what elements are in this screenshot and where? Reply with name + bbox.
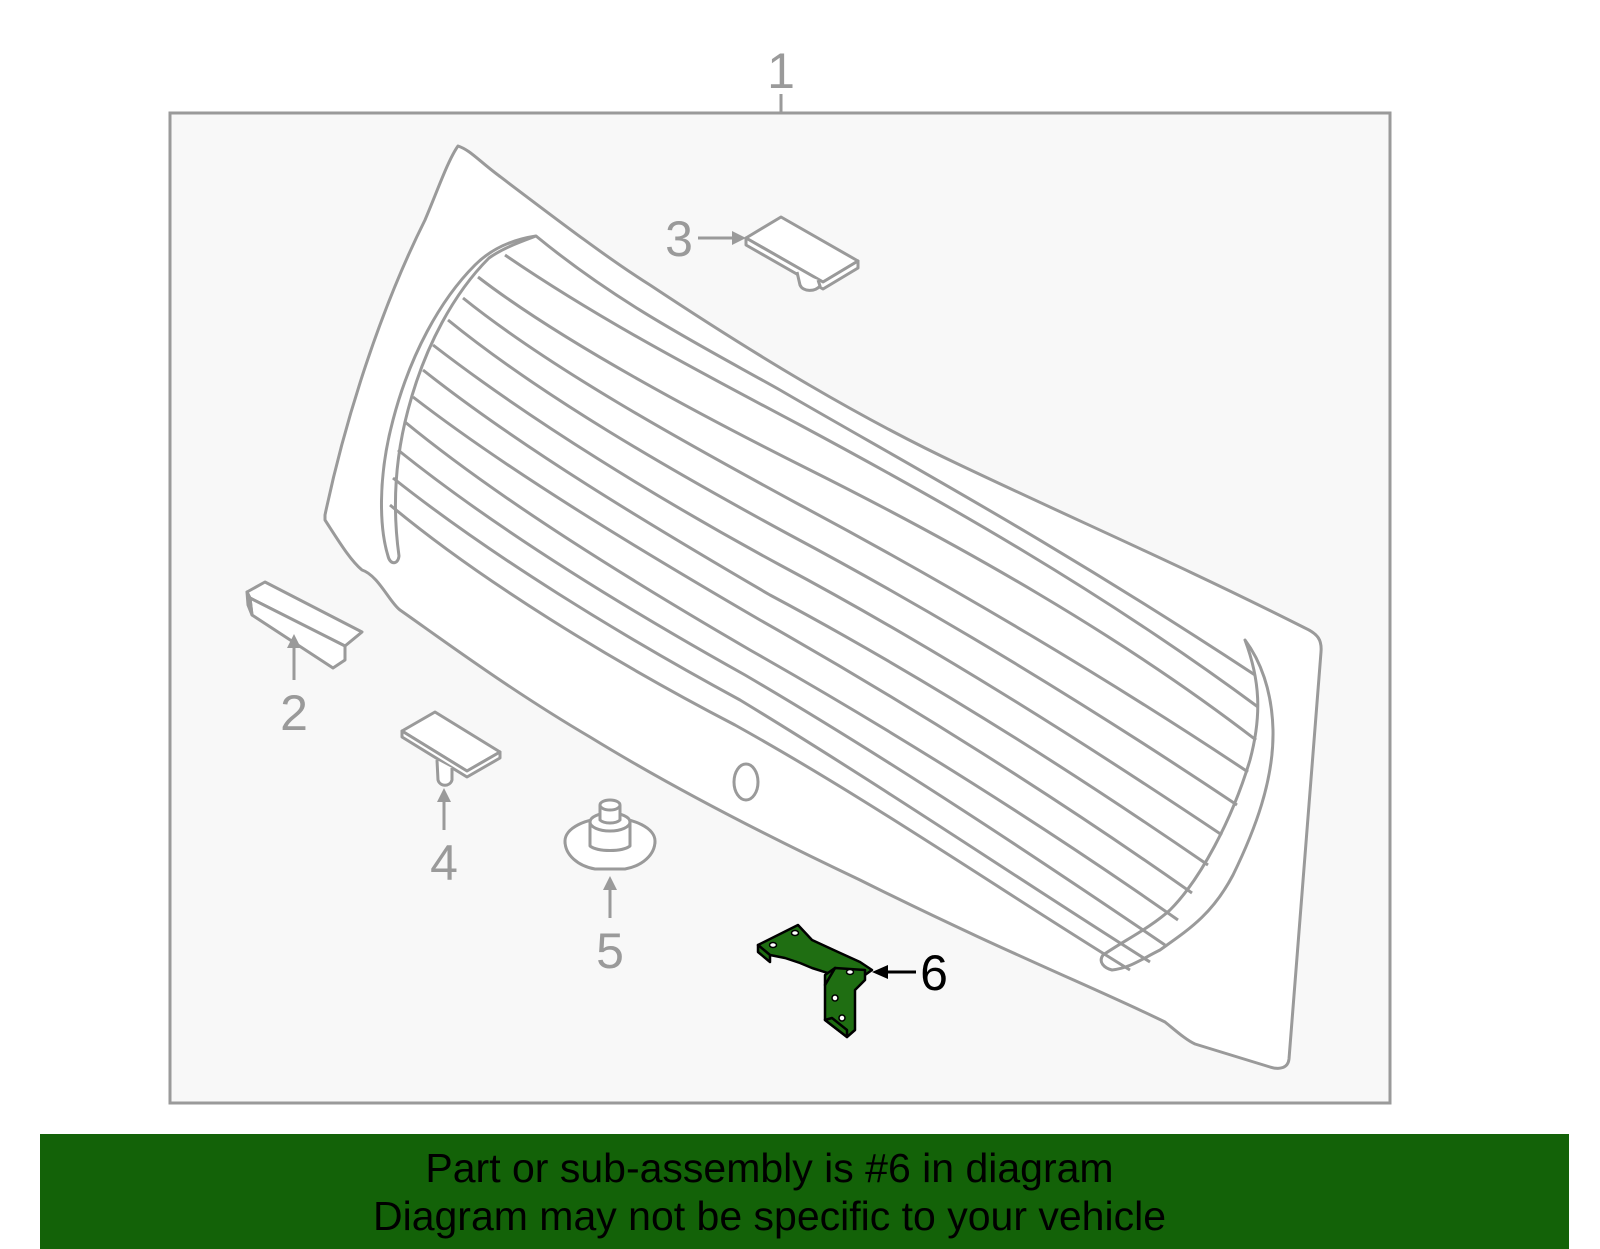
info-banner: Part or sub-assembly is #6 in diagram Di… (40, 1134, 1569, 1249)
callout-5-label: 5 (596, 923, 624, 979)
callout-3-arrowhead (732, 231, 746, 245)
callout-2-label: 2 (280, 685, 308, 741)
callout-1-label: 1 (767, 43, 795, 99)
callout-4-arrowhead (437, 788, 451, 802)
callout-6-label: 6 (920, 945, 948, 1001)
callout-6-arrowhead (872, 965, 888, 979)
spacer-part-4[interactable] (400, 710, 502, 787)
rear-window-glass[interactable] (323, 144, 1323, 1070)
banner-line-part-note: Part or sub-assembly is #6 in diagram (425, 1145, 1114, 1191)
bracket-holes (768, 929, 855, 1022)
callout-5-arrowhead (603, 876, 617, 890)
spacer-pad-part-2[interactable] (245, 580, 364, 670)
callout-3-label: 3 (665, 211, 693, 267)
spacer-part-3[interactable] (744, 215, 860, 292)
bracket-part-6-highlighted[interactable] (756, 923, 874, 1039)
callout-2-arrowhead (287, 634, 301, 648)
banner-line-disclaimer: Diagram may not be specific to your vehi… (372, 1193, 1166, 1239)
callout-4-label: 4 (430, 835, 458, 891)
fastener-part-5[interactable] (563, 798, 657, 871)
